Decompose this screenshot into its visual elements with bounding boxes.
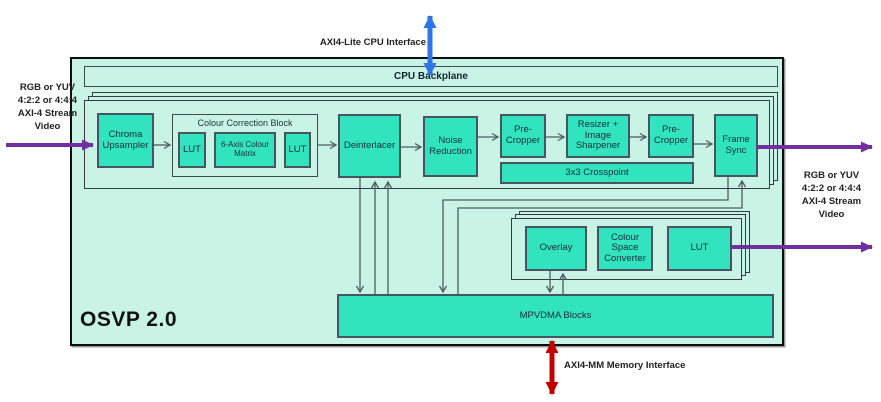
overlay-lut-block: LUT bbox=[667, 226, 732, 271]
colour-correction-block-label: Colour Correction Block bbox=[197, 118, 293, 128]
input-stream-label: RGB or YUV 4:2:2 or 4:4:4 AXI-4 Stream V… bbox=[17, 82, 78, 133]
ccb-lut1-block: LUT bbox=[178, 132, 206, 168]
output-stream-label: RGB or YUV 4:2:2 or 4:4:4 AXI-4 Stream V… bbox=[801, 170, 862, 221]
crosspoint-block: 3x3 Crosspoint bbox=[500, 162, 694, 184]
chroma-upsampler-block: Chroma Upsampler bbox=[97, 113, 154, 168]
cpu-backplane-label: CPU Backplane bbox=[394, 71, 468, 82]
ccb-lut2-block: LUT bbox=[284, 132, 311, 168]
axi4-mm-memory-interface-label: AXI4-MM Memory Interface bbox=[564, 360, 686, 371]
pre-cropper-1-block: Pre-Cropper bbox=[500, 114, 546, 158]
colour-space-converter-block: Colour Space Converter bbox=[597, 226, 653, 271]
frame-sync-block: Frame Sync bbox=[714, 114, 758, 177]
deinterlacer-block: Deinterlacer bbox=[338, 114, 401, 178]
axi4-lite-cpu-interface-label: AXI4-Lite CPU Interface bbox=[319, 37, 426, 48]
overlay-block: Overlay bbox=[525, 226, 587, 271]
resizer-image-sharpener-block: Resizer + Image Sharpener bbox=[566, 114, 630, 158]
cpu-backplane-bar: CPU Backplane bbox=[84, 66, 778, 87]
ccb-colour-matrix-block: 6-Axis Colour Matrix bbox=[214, 132, 276, 168]
mpvdma-blocks-bar: MPVDMA Blocks bbox=[337, 294, 774, 338]
pre-cropper-2-block: Pre-Cropper bbox=[648, 114, 694, 158]
noise-reduction-block: Noise Reduction bbox=[423, 116, 478, 177]
diagram-title: OSVP 2.0 bbox=[80, 308, 178, 331]
